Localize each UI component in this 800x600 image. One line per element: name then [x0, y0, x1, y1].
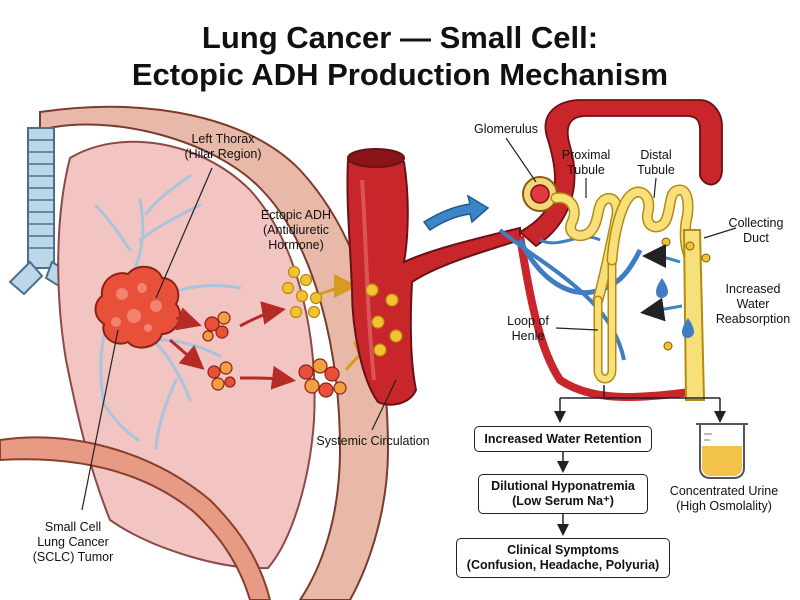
label-proximal-tubule-line-2: Tubule [567, 163, 605, 177]
label-increased-reabsorption: Increased Water Reabsorption [710, 282, 796, 327]
label-tumor-line-1: Small Cell [44, 520, 102, 534]
pointer-systemic-circulation [371, 379, 397, 431]
label-tumor-line-2: Lung Cancer [37, 535, 109, 549]
pointer-collecting-duct [703, 227, 737, 239]
label-tumor: Small Cell Lung Cancer (SCLC) Tumor [18, 520, 128, 565]
box-increased-water-retention: Increased Water Retention [474, 426, 652, 452]
label-ectopic-adh-line-3: Hormone) [268, 238, 324, 252]
label-systemic-circulation: Systemic Circulation [316, 434, 430, 448]
label-concentrated-urine-line-2: (High Osmolality) [676, 499, 772, 513]
label-increased-reabsorption-line-3: Reabsorption [715, 312, 791, 326]
label-collecting-duct: Collecting Duct [716, 216, 796, 246]
arrow-adh-to-vessel-1 [319, 274, 358, 299]
title-line-1: Lung Cancer — Small Cell: [201, 20, 599, 55]
box-clinical-symptoms-line-2: (Confusion, Headache, Polyuria) [466, 558, 660, 572]
connector-split [560, 385, 720, 399]
box-dilutional-hyponatremia-line-1: Dilutional Hyponatremia [491, 479, 635, 493]
tumor-cell-cluster-1 [202, 311, 231, 342]
label-proximal-tubule-line-1: Proximal [561, 148, 611, 162]
label-proximal-tubule: Proximal Tubule [548, 148, 624, 178]
box-dilutional-hyponatremia: Dilutional Hyponatremia (Low Serum Na⁺) [478, 474, 648, 514]
box-clinical-symptoms-line-1: Clinical Symptoms [507, 543, 619, 557]
label-distal-tubule-line-1: Distal [640, 148, 672, 162]
label-ectopic-adh-line-1: Ectopic ADH [260, 208, 332, 222]
urine-beaker-icon [696, 423, 748, 479]
arrow-cells-to-hormone [239, 301, 286, 328]
nephron [498, 99, 723, 401]
box-dilutional-hyponatremia-line-2: (Low Serum Na⁺) [512, 494, 614, 508]
systemic-vessel [346, 148, 521, 406]
label-concentrated-urine: Concentrated Urine (High Osmolality) [656, 484, 792, 514]
box-increased-water-retention-text: Increased Water Retention [484, 431, 642, 446]
pointer-glomerulus [505, 137, 537, 183]
label-ectopic-adh-line-2: (Antidiuretic [263, 223, 329, 237]
thorax [0, 105, 390, 600]
label-left-thorax-line-2: (Hilar Region) [184, 147, 262, 161]
tumor-cell-cluster-2 [207, 361, 236, 391]
vessel-adh-particles [365, 283, 403, 357]
flow-arrow-to-kidney [422, 194, 490, 232]
label-left-thorax-line-1: Left Thorax [191, 132, 255, 146]
label-concentrated-urine-line-1: Concentrated Urine [669, 484, 779, 498]
label-collecting-duct-line-1: Collecting [728, 216, 784, 230]
label-glomerulus: Glomerulus [474, 122, 538, 136]
diaphragm [0, 436, 272, 600]
label-loop-of-henle-line-2: Henle [511, 329, 545, 343]
title-line-2: Ectopic ADH Production Mechanism [131, 57, 669, 92]
pointer-distal-tubule [653, 177, 657, 199]
label-left-thorax: Left Thorax (Hilar Region) [168, 132, 278, 162]
arrow-cells-to-cluster [239, 365, 296, 390]
label-increased-reabsorption-line-1: Increased [725, 282, 781, 296]
adh-particles [281, 265, 323, 319]
label-increased-reabsorption-line-2: Water [736, 297, 770, 311]
label-distal-tubule: Distal Tubule [624, 148, 688, 178]
pointer-tumor [81, 329, 119, 511]
arrow-tumor-to-cells-2 [169, 338, 205, 370]
pointer-left-thorax [155, 167, 213, 299]
arrow-tumor-to-cells-1 [175, 307, 202, 331]
label-ectopic-adh: Ectopic ADH (Antidiuretic Hormone) [248, 208, 344, 253]
tumor-cell-cluster-3 [298, 358, 347, 398]
label-loop-of-henle: Loop of Henle [500, 314, 556, 344]
label-tumor-line-3: (SCLC) Tumor [32, 550, 114, 564]
pointer-loop-of-henle [555, 327, 599, 331]
label-distal-tubule-line-2: Tubule [637, 163, 675, 177]
label-collecting-duct-line-2: Duct [743, 231, 769, 245]
label-loop-of-henle-line-1: Loop of [507, 314, 549, 328]
box-clinical-symptoms: Clinical Symptoms (Confusion, Headache, … [456, 538, 670, 578]
